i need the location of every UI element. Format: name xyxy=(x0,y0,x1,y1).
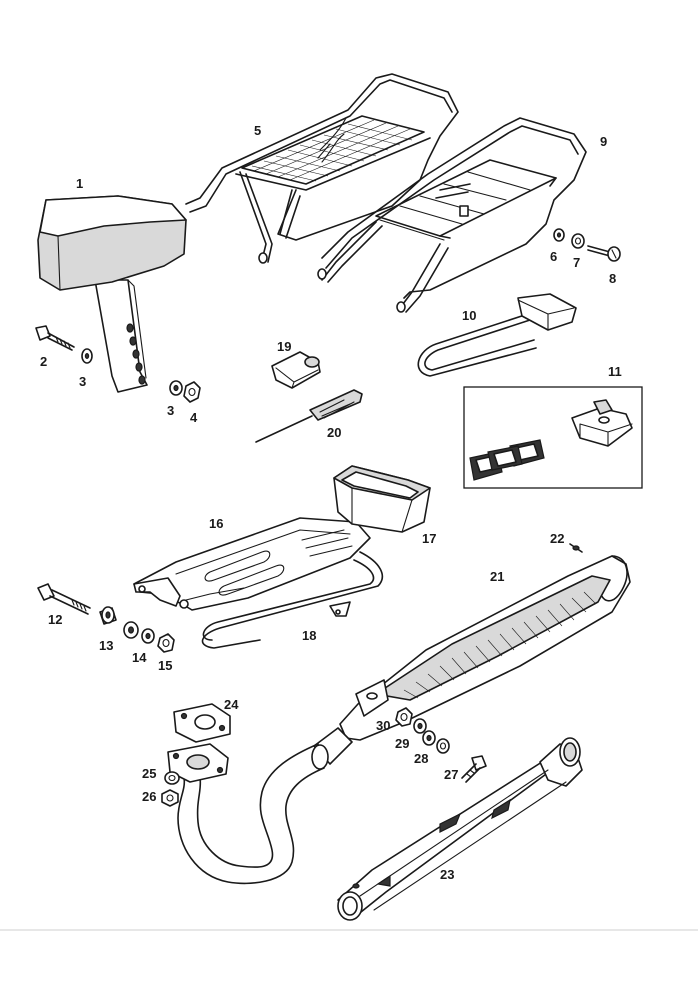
label-5: 5 xyxy=(254,123,261,138)
washer-part-25 xyxy=(164,771,180,785)
label-13: 13 xyxy=(99,638,113,653)
label-18: 18 xyxy=(302,628,316,643)
label-2: 2 xyxy=(40,354,47,369)
spacer-part-14 xyxy=(123,621,155,644)
label-6: 6 xyxy=(550,249,557,264)
toolbox-part-17 xyxy=(333,465,431,533)
label-20: 20 xyxy=(327,425,341,440)
rack-part-5 xyxy=(185,73,459,264)
muffler-louvers xyxy=(403,591,597,699)
label-14: 14 xyxy=(132,650,147,665)
washer-part-3b xyxy=(169,380,183,396)
screw-part-8 xyxy=(587,245,621,262)
washer-part-6 xyxy=(553,228,565,242)
label-1: 1 xyxy=(76,176,83,191)
label-8: 8 xyxy=(609,271,616,286)
tailpipe-part-23 xyxy=(337,737,583,921)
label-26: 26 xyxy=(142,789,156,804)
label-25: 25 xyxy=(142,766,156,781)
nut-part-26 xyxy=(161,789,179,807)
label-22: 22 xyxy=(550,531,564,546)
label-21: 21 xyxy=(490,569,504,584)
washer-part-28b xyxy=(436,738,450,754)
label-4: 4 xyxy=(190,410,198,425)
label-23: 23 xyxy=(440,867,454,882)
label-7: 7 xyxy=(573,255,580,270)
bolt-part-27 xyxy=(461,755,487,783)
label-27: 27 xyxy=(444,767,458,782)
washer-part-7 xyxy=(571,233,585,249)
label-3a: 3 xyxy=(79,374,86,389)
clips-part-11 xyxy=(463,386,643,489)
rack-part-9 xyxy=(317,117,587,313)
label-10: 10 xyxy=(462,308,476,323)
exhaust-pipe xyxy=(177,743,325,885)
washer-part-3a xyxy=(81,348,93,364)
washer-part-29 xyxy=(413,718,427,734)
label-29: 29 xyxy=(395,736,409,751)
label-24: 24 xyxy=(224,697,239,712)
carrier-part-16 xyxy=(133,517,371,611)
part-labels: 1 2 3 3 4 5 6 7 8 9 10 11 12 13 14 15 16… xyxy=(40,123,622,882)
screwdriver-part-20 xyxy=(255,389,363,443)
socket-part-19 xyxy=(271,351,321,389)
label-3b: 3 xyxy=(167,403,174,418)
screw-part-22 xyxy=(569,543,583,553)
washer-part-28a xyxy=(422,730,436,746)
seat-part-1 xyxy=(37,195,187,393)
label-28: 28 xyxy=(414,751,428,766)
bolt-part-12 xyxy=(37,583,91,615)
bracket-part-10 xyxy=(417,293,577,377)
label-11: 11 xyxy=(608,364,622,379)
muffler-part-21 xyxy=(311,555,631,770)
bolt-part-2 xyxy=(35,325,75,351)
nut-part-30 xyxy=(395,707,413,727)
label-9: 9 xyxy=(600,134,607,149)
label-17: 17 xyxy=(422,531,436,546)
gasket-part-24 xyxy=(173,703,231,743)
nut-part-4 xyxy=(183,381,201,403)
nut-part-15 xyxy=(157,633,175,653)
exhaust-flange xyxy=(167,743,229,783)
label-16: 16 xyxy=(209,516,223,531)
label-19: 19 xyxy=(277,339,291,354)
spacer-part-13 xyxy=(99,606,117,625)
label-30: 30 xyxy=(376,718,390,733)
rack-mesh xyxy=(251,119,413,182)
label-12: 12 xyxy=(48,612,62,627)
strap-part-18 xyxy=(201,551,384,649)
label-15: 15 xyxy=(158,658,172,673)
